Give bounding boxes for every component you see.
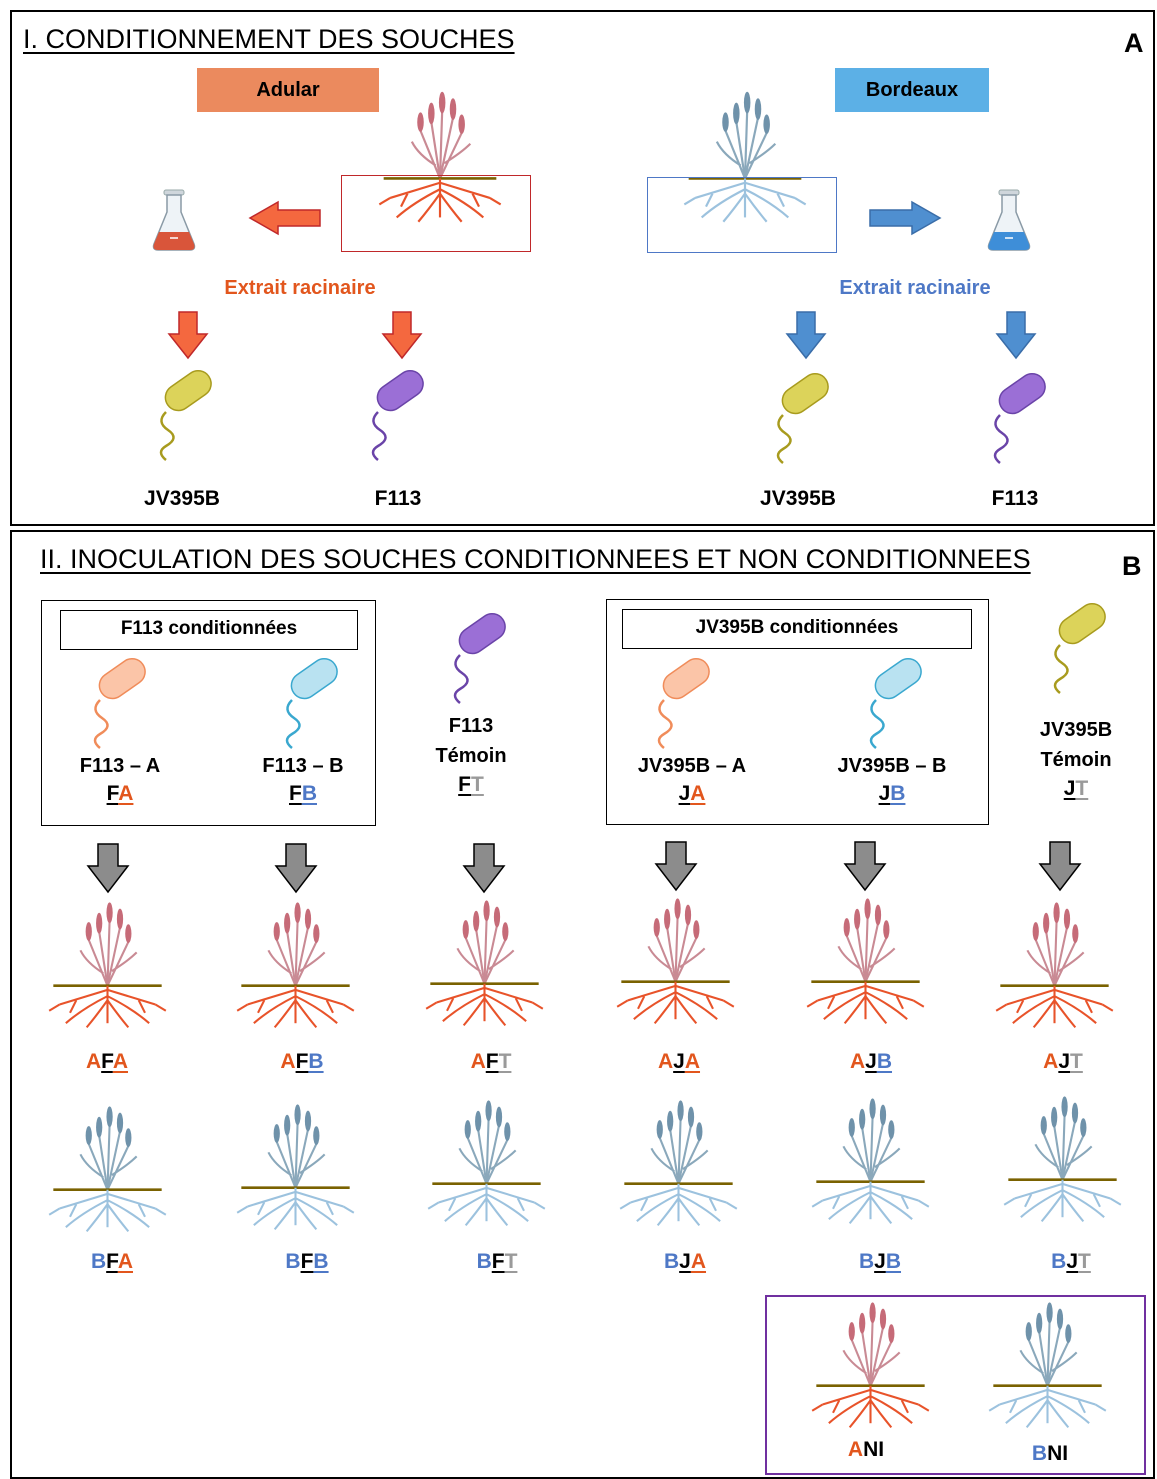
strain-name: F113 – B <box>262 755 344 777</box>
adular-plant-icon <box>47 901 168 1029</box>
bordeaux-plant-icon <box>618 1099 739 1227</box>
treatment-code-ani: ANI <box>847 1438 885 1461</box>
adular-plant-icon <box>235 901 356 1029</box>
jv395b-conditioned-title: JV395B conditionnées <box>622 609 972 649</box>
arrow-down-icon <box>167 311 209 360</box>
treatment-code: BFA <box>90 1250 134 1273</box>
bacterium-icon-f113 <box>371 369 424 461</box>
bacterium-icon-jv395b <box>776 372 829 464</box>
adular-label: Adular <box>197 68 379 112</box>
arrow-down-icon <box>462 843 506 894</box>
strain-label-f113: F113 <box>374 487 422 510</box>
arrow-down-icon <box>654 841 698 892</box>
panel-a <box>10 10 1155 526</box>
panel-a-letter: A <box>1124 28 1144 58</box>
bordeaux-plant-icon <box>987 1301 1108 1429</box>
strain-name: F113 – A <box>79 755 161 777</box>
strain-name: JV395B – B <box>837 755 947 777</box>
treatment-code: BJB <box>858 1250 902 1273</box>
treatment-code-bni: BNI <box>1031 1442 1069 1465</box>
arrow-down-icon <box>381 311 423 360</box>
adular-plant-icon <box>805 897 926 1025</box>
panel-b-letter: B <box>1122 551 1142 581</box>
adular-plant-icon <box>615 897 736 1025</box>
extrait-label-bordeaux: Extrait racinaire <box>839 277 991 299</box>
bordeaux-plant-icon <box>1002 1095 1123 1223</box>
strain-label-f113: F113 <box>991 487 1039 510</box>
treatment-code: BFT <box>476 1250 518 1273</box>
bordeaux-plant-icon <box>47 1105 168 1233</box>
arrow-right-icon <box>869 200 942 236</box>
f113-conditioned-title: F113 conditionnées <box>60 610 358 650</box>
bacterium-icon-f113-temoin <box>453 612 506 704</box>
panel-b <box>10 530 1155 1479</box>
bordeaux-plant-icon <box>235 1103 356 1231</box>
bordeaux-plant-icon <box>810 1097 931 1225</box>
treatment-code: AFB <box>280 1050 324 1073</box>
strain-code: JA <box>678 782 706 805</box>
bacterium-icon-jv395b-temoin <box>1053 602 1106 694</box>
treatment-code: AJT <box>1043 1050 1083 1073</box>
bordeaux-label: Bordeaux <box>835 68 989 112</box>
arrow-down-icon <box>995 311 1037 360</box>
jv395b-conditioned-group <box>606 599 989 825</box>
extrait-label-adular: Extrait racinaire <box>224 277 376 299</box>
adular-root-box <box>341 175 531 252</box>
strain-code: JB <box>878 782 906 805</box>
non-inoculated-group <box>765 1295 1146 1475</box>
arrow-down-icon <box>843 841 887 892</box>
arrow-down-icon <box>1038 841 1082 892</box>
bacterium-icon-jv395b-a <box>657 657 710 749</box>
strain-name: Témoin <box>1040 749 1112 771</box>
arrow-down-icon <box>274 843 318 894</box>
treatment-code: AJB <box>849 1050 893 1073</box>
bacterium-icon-f113 <box>993 372 1046 464</box>
strain-name: F113 <box>448 715 494 737</box>
adular-plant-icon <box>994 901 1115 1029</box>
strain-label-jv395b: JV395B <box>144 487 220 510</box>
treatment-code: BJT <box>1051 1250 1091 1273</box>
bacterium-icon-jv395b <box>159 369 212 461</box>
flask-icon-adular <box>152 189 196 251</box>
treatment-code: BJA <box>663 1250 707 1273</box>
arrow-down-icon <box>785 311 827 360</box>
treatment-code: BFB <box>285 1250 329 1273</box>
treatment-code: AFA <box>85 1050 129 1073</box>
strain-name: Témoin <box>435 745 507 767</box>
adular-plant-icon <box>424 899 545 1027</box>
bacterium-icon-f113-b <box>285 657 338 749</box>
strain-code: JT <box>1063 777 1089 800</box>
adular-plant-icon <box>810 1301 931 1429</box>
strain-name: JV395B – A <box>637 755 747 777</box>
bordeaux-plant-icon <box>426 1099 547 1227</box>
panel-b-heading: II. INOCULATION DES SOUCHES CONDITIONNEE… <box>40 544 1031 574</box>
treatment-code: AJA <box>657 1050 701 1073</box>
f113-conditioned-group <box>41 600 376 826</box>
strain-code: FB <box>289 782 317 805</box>
strain-code: FT <box>458 773 484 796</box>
bacterium-icon-jv395b-b <box>869 657 922 749</box>
strain-label-jv395b: JV395B <box>760 487 836 510</box>
bordeaux-root-box <box>647 177 837 253</box>
strain-name: JV395B <box>1039 719 1113 741</box>
panel-a-heading: I. CONDITIONNEMENT DES SOUCHES <box>23 24 515 54</box>
treatment-code: AFT <box>470 1050 512 1073</box>
flask-icon-bordeaux <box>987 189 1031 251</box>
arrow-left-icon <box>248 200 321 236</box>
strain-code: FA <box>106 782 134 805</box>
bacterium-icon-f113-a <box>93 657 146 749</box>
arrow-down-icon <box>86 843 130 894</box>
